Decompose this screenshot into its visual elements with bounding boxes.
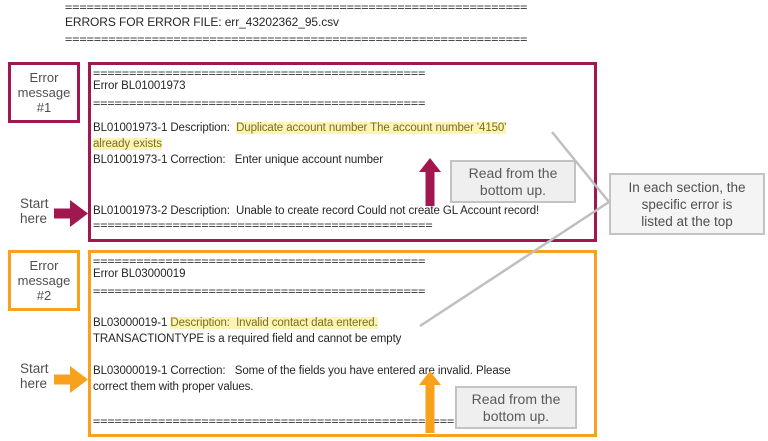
section-rule-bottom: ========================================… xyxy=(93,416,455,426)
error-file-title: ERRORS FOR ERROR FILE: err_43202362_95.c… xyxy=(65,15,339,29)
start-here-arrow-maroon xyxy=(54,200,88,227)
description-line-1: BL03000019-1 Description: Invalid contac… xyxy=(93,316,378,330)
callout-line: specific error is xyxy=(641,196,733,212)
start-here-label-2: Start here xyxy=(20,361,49,391)
label-line: message xyxy=(17,273,71,288)
note-line: bottom up. xyxy=(479,181,547,198)
start-here-arrow-orange xyxy=(54,366,88,393)
description-prefix: BL01001973-1 Description: xyxy=(93,122,237,134)
description-line-3: BL01001973-2 Description: Unable to crea… xyxy=(93,205,540,217)
label-line: message xyxy=(17,85,71,100)
highlighted-error-text: Duplicate account number The account num… xyxy=(236,122,507,134)
callout-line: listed at the top xyxy=(641,213,733,229)
here-word: here xyxy=(20,376,48,391)
section-rule: ========================================… xyxy=(93,256,426,266)
description-line-2: TRANSACTIONTYPE is a required field and … xyxy=(93,333,402,345)
header-rule-bottom: ========================================… xyxy=(65,34,527,44)
description-prefix: BL03000019-1 xyxy=(93,317,171,329)
callout-line: In each section, the xyxy=(628,179,746,195)
section-rule: ========================================… xyxy=(93,68,426,78)
error-section-2-frame: ========================================… xyxy=(88,250,597,437)
section-rule-bottom: ========================================… xyxy=(93,220,433,230)
correction-line-2: correct them with proper values. xyxy=(93,381,254,393)
error-message-1-label: Error message #1 xyxy=(8,62,80,123)
section-rule: ========================================… xyxy=(93,286,426,296)
description-line-2: already exists xyxy=(93,137,162,151)
label-line: #2 xyxy=(36,288,52,303)
section-rule: ========================================… xyxy=(93,98,426,108)
read-bottom-up-note: Read from the bottom up. xyxy=(455,386,577,429)
label-line: Error xyxy=(29,258,59,273)
start-word: Start xyxy=(20,196,49,211)
note-line: bottom up. xyxy=(482,407,550,424)
start-word: Start xyxy=(20,361,49,376)
error-section-1-frame: ========================================… xyxy=(88,62,597,242)
highlighted-error-text: Description: Invalid contact data entere… xyxy=(170,317,378,329)
read-up-arrow-maroon xyxy=(419,158,441,206)
error-code-heading: Error BL01001973 xyxy=(93,80,186,92)
note-line: Read from the xyxy=(468,164,558,181)
label-line: #1 xyxy=(36,100,52,115)
note-line: Read from the xyxy=(471,390,561,407)
correction-line: BL01001973-1 Correction: Enter unique ac… xyxy=(93,154,383,166)
section-explanation-callout: In each section, the specific error is l… xyxy=(609,173,765,235)
correction-line-1: BL03000019-1 Correction: Some of the fie… xyxy=(93,365,511,377)
start-here-label-1: Start here xyxy=(20,196,49,226)
read-bottom-up-note: Read from the bottom up. xyxy=(450,160,576,203)
here-word: here xyxy=(20,211,48,226)
header-rule-top: ========================================… xyxy=(65,2,527,12)
highlighted-error-text: already exists xyxy=(93,138,162,150)
error-code-heading: Error BL03000019 xyxy=(93,268,186,280)
error-message-2-label: Error message #2 xyxy=(8,250,80,311)
label-line: Error xyxy=(29,70,59,85)
description-line-1: BL01001973-1 Description: Duplicate acco… xyxy=(93,121,506,135)
read-up-arrow-orange xyxy=(419,371,441,433)
